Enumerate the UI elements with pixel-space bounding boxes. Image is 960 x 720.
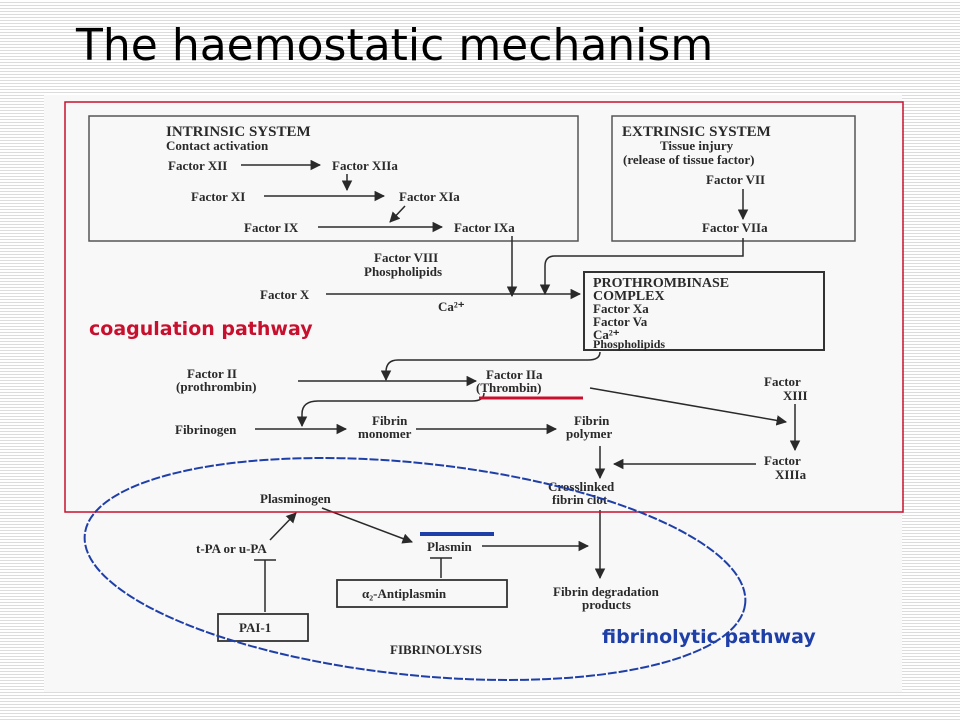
- fibrin-monomer-1: Fibrin: [372, 413, 408, 428]
- phospholipids: Phospholipids: [364, 264, 442, 279]
- arrow-thrombin-to-xiii: [589, 387, 788, 426]
- pai-box: [217, 613, 309, 642]
- fibrinolysis-label: FIBRINOLYSIS: [390, 642, 482, 657]
- fibrin-degradation: Fibrin degradation: [553, 584, 660, 599]
- fibrinolytic-pathway-label: fibrinolytic pathway: [602, 626, 816, 648]
- factor-x: Factor X: [260, 287, 310, 302]
- thrombin: (Thrombin): [476, 380, 542, 395]
- prothrombinase-item: Factor Xa: [593, 301, 649, 316]
- fibrin-clot: fibrin clot: [552, 492, 608, 507]
- fibrinogen: Fibrinogen: [175, 422, 237, 437]
- fibrin-monomer-2: monomer: [358, 426, 412, 441]
- prothrombin: (prothrombin): [176, 379, 256, 394]
- plasminogen: Plasminogen: [260, 491, 332, 506]
- degradation-products: products: [582, 597, 631, 612]
- factor-xi: Factor XI: [191, 189, 245, 204]
- prothrombinase-complex: COMPLEX: [593, 289, 665, 304]
- factor-xiia: Factor XIIa: [332, 158, 398, 173]
- factor-ix: Factor IX: [244, 220, 299, 235]
- factor-viia: Factor VIIa: [702, 220, 768, 235]
- crosslinked: Crosslinked: [548, 479, 615, 494]
- intrinsic-heading: INTRINSIC SYSTEM: [166, 124, 311, 140]
- pai-1: PAI-1: [239, 620, 271, 635]
- calcium: Ca²⁺: [438, 299, 465, 314]
- coagulation-pathway-frame: [64, 101, 904, 513]
- arrow-prothrombinase-loop: [380, 351, 601, 382]
- prothrombinase-item: Phospholipids: [593, 337, 665, 351]
- prothrombinase-item: Factor Va: [593, 314, 648, 329]
- prothrombinase-box: [583, 271, 825, 351]
- factor-xiiia-numeral: XIIIa: [775, 467, 807, 482]
- factor-xiii-numeral: XIII: [783, 388, 808, 403]
- intrinsic-system-box: [88, 115, 579, 242]
- factor-viii: Factor VIII: [374, 250, 438, 265]
- antiplasmin-box: [336, 579, 508, 608]
- factor-ii: Factor II: [187, 366, 237, 381]
- prothrombinase-item: Ca²⁺: [593, 327, 620, 342]
- fibrinolysis-ellipse: [83, 457, 747, 681]
- factor-xii: Factor XII: [168, 158, 227, 173]
- diagram-figure-background: [44, 95, 902, 692]
- factor-ixa: Factor IXa: [454, 220, 515, 235]
- page-title: The haemostatic mechanism: [76, 20, 714, 71]
- activators: t-PA or u-PA: [196, 541, 267, 556]
- arrow-viia-to-junction: [539, 238, 744, 296]
- factor-iia: Factor IIa: [486, 367, 543, 382]
- plasmin: Plasmin: [427, 539, 473, 554]
- coagulation-pathway-label: coagulation pathway: [89, 318, 313, 340]
- factor-vii: Factor VII: [706, 172, 765, 187]
- factor-xiii: Factor: [764, 374, 801, 389]
- factor-xia: Factor XIa: [399, 189, 460, 204]
- factor-xiiia: Factor: [764, 453, 801, 468]
- extrinsic-heading: EXTRINSIC SYSTEM: [622, 124, 771, 140]
- arrow-plasminogen-to-plasmin: [321, 507, 413, 544]
- tissue-injury: Tissue injury: [660, 138, 734, 153]
- arrow-xia-diagonal: [389, 205, 406, 223]
- extrinsic-system-box: [611, 115, 856, 242]
- fibrin-polymer-1: Fibrin: [574, 413, 610, 428]
- intrinsic-subheading: Contact activation: [166, 138, 269, 153]
- fibrin-polymer-2: polymer: [566, 426, 612, 441]
- arrow-activators-up: [269, 512, 297, 541]
- antiplasmin: α₂-Antiplasmin: [362, 586, 447, 601]
- prothrombinase-title: PROTHROMBINASE: [593, 276, 729, 291]
- tissue-factor-release: (release of tissue factor): [623, 152, 755, 167]
